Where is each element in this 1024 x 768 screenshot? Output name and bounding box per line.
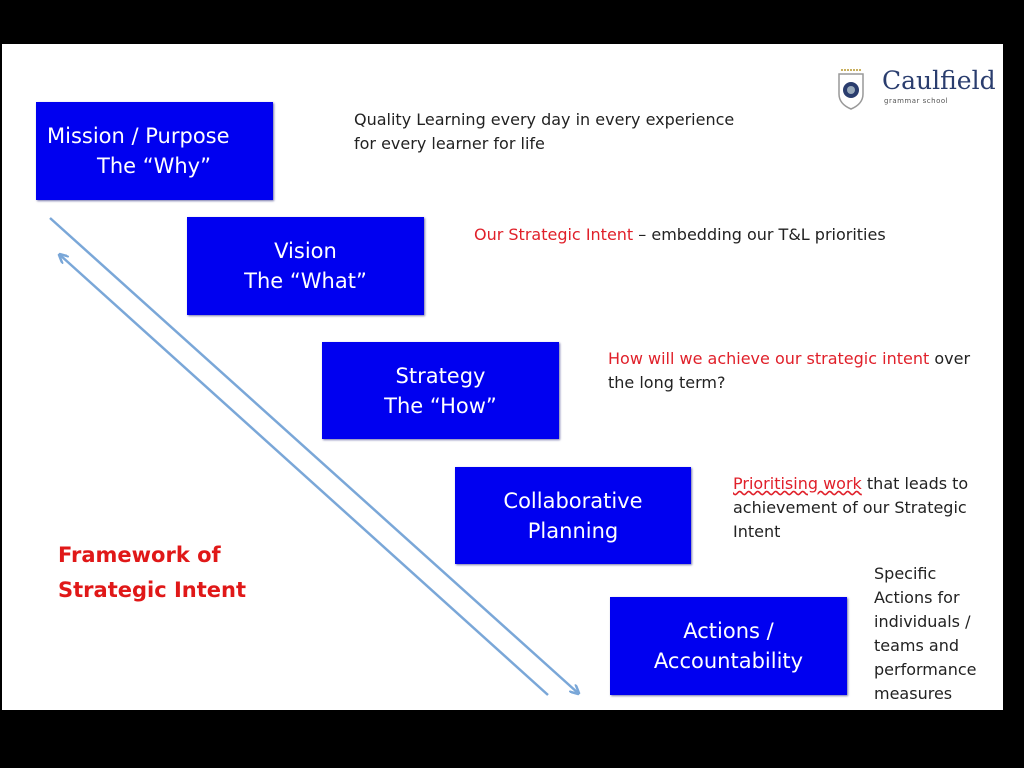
- logo-subtitle: grammar school: [884, 97, 949, 105]
- arrow-up: [60, 255, 549, 696]
- title-line: Framework of: [58, 543, 221, 567]
- box-line: The “What”: [244, 269, 367, 293]
- box-line: The “Why”: [97, 154, 211, 178]
- box-line: Accountability: [653, 649, 804, 673]
- framework-title: Framework of Strategic Intent: [58, 538, 246, 608]
- desc-text: Specific Actions for individuals / teams…: [874, 564, 977, 703]
- desc-highlight: How will we achieve our strategic intent: [608, 349, 930, 368]
- desc-highlight: Our Strategic Intent: [474, 225, 634, 244]
- title-line: Strategic Intent: [58, 578, 246, 602]
- desc-highlight: Prioritising work: [733, 474, 862, 493]
- mission-description: Quality Learning every day in every expe…: [354, 108, 744, 156]
- box-line: Actions /: [683, 619, 774, 643]
- logo-name: Caulfield: [882, 66, 996, 95]
- strategy-description: How will we achieve our strategic intent…: [608, 347, 988, 395]
- school-logo: Caulfield grammar school: [836, 64, 996, 110]
- step-vision-box: Vision The “What”: [187, 217, 424, 315]
- box-line: Strategy: [395, 363, 486, 388]
- desc-text: over the long term?: [608, 349, 971, 392]
- arrow-down: [49, 217, 578, 693]
- desc-text: Quality Learning every day in every expe…: [354, 110, 735, 153]
- step-planning-box: Collaborative Planning: [455, 467, 691, 564]
- desc-text: – embedding our T&L priorities: [633, 225, 886, 244]
- step-strategy-box: Strategy The “How”: [322, 342, 559, 439]
- step-mission-box: Mission / Purpose The “Why”: [36, 102, 273, 200]
- crest-icon: [838, 69, 864, 110]
- vision-description: Our Strategic Intent – embedding our T&L…: [474, 223, 914, 247]
- step-actions-box: Actions / Accountability: [610, 597, 847, 695]
- desc-text: that leads to achievement of our Strateg…: [733, 474, 969, 541]
- actions-description: Specific Actions for individuals / teams…: [874, 562, 986, 706]
- box-line: Mission / Purpose: [47, 124, 230, 148]
- box-line: Collaborative: [503, 488, 643, 513]
- box-line: Vision: [274, 239, 337, 263]
- planning-description: Prioritising work that leads to achievem…: [733, 472, 983, 544]
- box-line: The “How”: [384, 393, 497, 418]
- box-line: Planning: [527, 518, 619, 543]
